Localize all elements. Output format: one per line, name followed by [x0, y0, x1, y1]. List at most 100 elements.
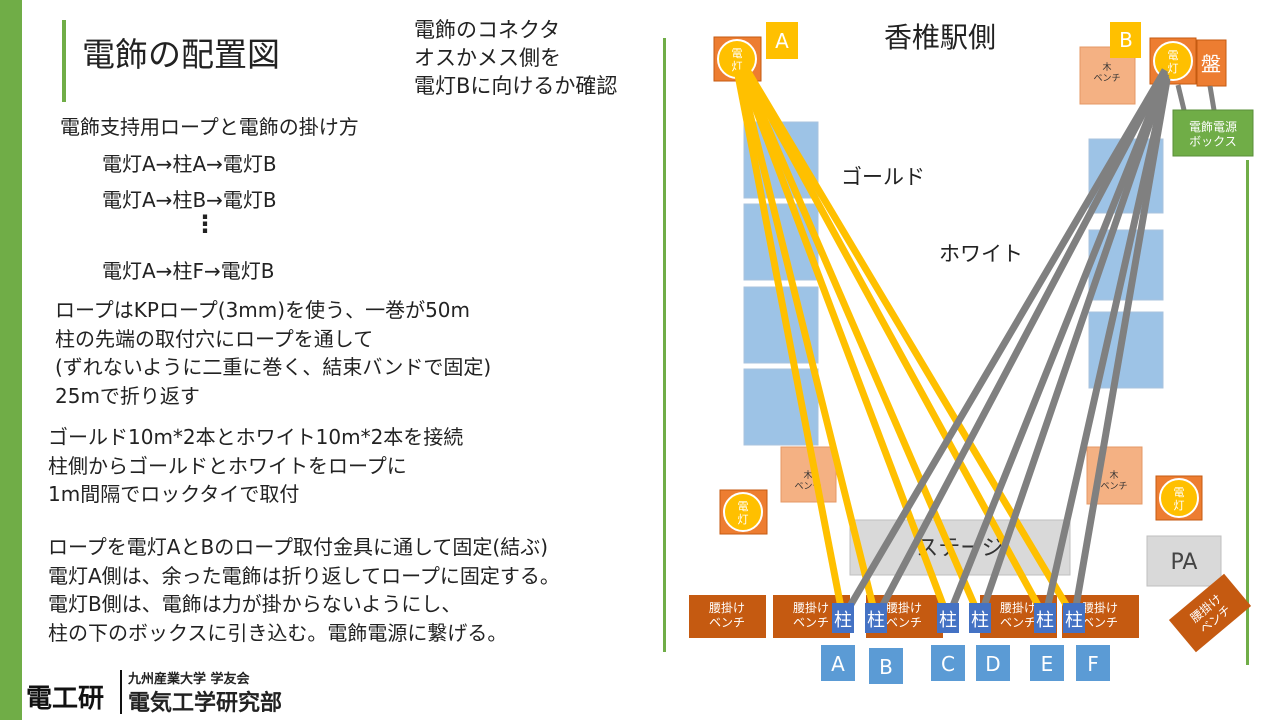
- white-wire: [1041, 77, 1171, 619]
- seat-bench: [1168, 573, 1252, 653]
- pillar: [1063, 603, 1085, 633]
- connect-line: 1m間隔でロックタイで取付: [48, 482, 300, 506]
- hang-step: 電灯A→柱B→電灯B: [102, 188, 277, 212]
- gold-wire: [735, 69, 880, 619]
- fix-block: ロープを電灯AとBのロープ取付金具に通して固定(結ぶ) 電灯A側は、余った電飾は…: [48, 533, 560, 647]
- gold-wire: [733, 69, 847, 619]
- connector-note-line: 電飾のコネクタ: [414, 18, 561, 42]
- lamp-b-label: 電灯: [1168, 49, 1179, 75]
- power-cable: [1175, 84, 1187, 111]
- gold-wire: [741, 68, 1049, 620]
- panel-board-label: 盤: [1201, 52, 1221, 76]
- white-wires: [839, 68, 1171, 620]
- pillar-label: 柱: [834, 610, 852, 631]
- footer-divider: [120, 670, 122, 714]
- pillar-letter: A: [831, 652, 845, 676]
- white-wire: [872, 70, 1169, 620]
- pillar-letter-box: [1030, 645, 1064, 681]
- connect-line: ゴールド10m*2本とホワイト10m*2本を接続: [48, 425, 464, 449]
- seat-bench-label: 腰掛けベンチ: [886, 600, 922, 629]
- fix-line: 電灯B側は、電飾は力が掛からないようにし、: [48, 592, 462, 616]
- lamp-a-label: 電灯: [732, 47, 743, 73]
- section-divider: [663, 38, 666, 652]
- pillar-letter-box: [1076, 645, 1110, 681]
- pillar: [937, 603, 959, 633]
- club-logo: 電工研: [26, 684, 105, 714]
- power-box: [1172, 109, 1254, 157]
- venue-right-border: [1246, 160, 1249, 665]
- gold-wire: [743, 68, 1078, 620]
- seat-bench-label: 腰掛けベンチ: [709, 600, 745, 629]
- connect-block: ゴールド10m*2本とホワイト10m*2本を接続 柱側からゴールドとホワイトをロ…: [48, 423, 463, 509]
- seat-bench-label: 腰掛けベンチ: [1000, 600, 1036, 629]
- side-lamp-label: 電灯: [738, 500, 749, 526]
- hang-step: 電灯A→柱A→電灯B: [102, 152, 277, 176]
- seat-bench-label: 腰掛けベンチ: [1082, 600, 1118, 629]
- pillar-letter-box: [869, 648, 903, 684]
- pillar-letter: C: [941, 652, 955, 676]
- power-box-label: 電飾電源ボックス: [1189, 120, 1237, 148]
- seat-bench-label: 腰掛けベンチ: [793, 600, 829, 629]
- pillar: [969, 603, 991, 633]
- white-wire: [976, 74, 1170, 620]
- hang-step: 電灯A→柱F→電灯B: [102, 259, 275, 283]
- gold-wire: [739, 68, 984, 620]
- rope-line: 25mで折り返す: [55, 383, 200, 408]
- footer-club-name: 電気工学研究部: [128, 691, 283, 716]
- title-accent: [62, 20, 66, 102]
- white-label: ホワイト: [939, 242, 1023, 266]
- label-b: B: [1119, 28, 1133, 52]
- pillar-letter: D: [985, 652, 1000, 676]
- rope-block: ロープはKPロープ(3mm)を使う、一巻が50m 柱の先端の取付穴にロープを通し…: [55, 296, 491, 410]
- left-accent-bar: [0, 0, 22, 720]
- stage-label: ステージ: [916, 536, 1004, 561]
- power-cable: [1207, 85, 1217, 111]
- label-a: A: [775, 29, 789, 53]
- panel-board: [1196, 39, 1227, 87]
- rope-line: 柱の先端の取付穴にロープを通して: [55, 326, 374, 351]
- pillar-letter: B: [879, 655, 893, 679]
- connect-line: 柱側からゴールドとホワイトをロープに: [48, 453, 407, 478]
- side-lamp-label: 電灯: [1174, 486, 1185, 512]
- connector-note-line: 電灯Bに向けるか確認: [414, 74, 618, 98]
- pillar-label: 柱: [939, 610, 957, 631]
- footer-university: 九州産業大学 学友会: [128, 672, 250, 687]
- station-label: 香椎駅側: [884, 21, 996, 54]
- wood-bench-label: 木ベンチ: [1093, 61, 1120, 84]
- pillar-letter-box: [821, 645, 855, 681]
- wood-bench-label: 木ベンチ: [1100, 469, 1127, 492]
- side-lamp: [723, 492, 763, 532]
- gold-wires: [733, 68, 1078, 620]
- white-wire: [1070, 79, 1171, 619]
- pillar-label: 柱: [1036, 610, 1054, 631]
- pillar-label: 柱: [1065, 610, 1083, 631]
- pillar-letter-box: [976, 645, 1010, 681]
- white-wire: [944, 72, 1170, 620]
- pillar-label: 柱: [971, 610, 989, 631]
- pillar-label: 柱: [867, 610, 885, 631]
- pillar-letter: F: [1087, 652, 1099, 676]
- rope-line: (ずれないように二重に巻く、結束バンドで固定): [55, 355, 492, 379]
- connector-note: 電飾のコネクタ オスかメス側を 電灯Bに向けるか確認: [414, 16, 617, 100]
- seat-bench: [689, 595, 766, 638]
- gold-wire: [737, 68, 952, 620]
- wood-bench-label: 木ベンチ: [794, 469, 821, 492]
- pillar: [832, 603, 854, 633]
- pa-label: PA: [1171, 550, 1198, 575]
- page-title: 電飾の配置図: [82, 35, 280, 74]
- pillar-letter: E: [1041, 652, 1054, 676]
- rope-line: ロープはKPロープ(3mm)を使う、一巻が50m: [55, 298, 471, 322]
- pillar-letter-box: [931, 645, 965, 681]
- pillar: [1034, 603, 1056, 633]
- side-lamp: [1159, 478, 1199, 518]
- hang-step-ellipsis: ⋮: [193, 210, 217, 238]
- pa-box: [1146, 535, 1222, 587]
- hang-heading: 電飾支持用ロープと電飾の掛け方: [60, 115, 359, 139]
- white-wire: [839, 68, 1169, 620]
- label-a-box: [766, 22, 798, 59]
- fix-line: ロープを電灯AとBのロープ取付金具に通して固定(結ぶ): [48, 535, 549, 559]
- gold-label: ゴールド: [841, 165, 925, 189]
- connector-note-line: オスかメス側を: [414, 46, 561, 70]
- label-b-box: [1110, 22, 1141, 58]
